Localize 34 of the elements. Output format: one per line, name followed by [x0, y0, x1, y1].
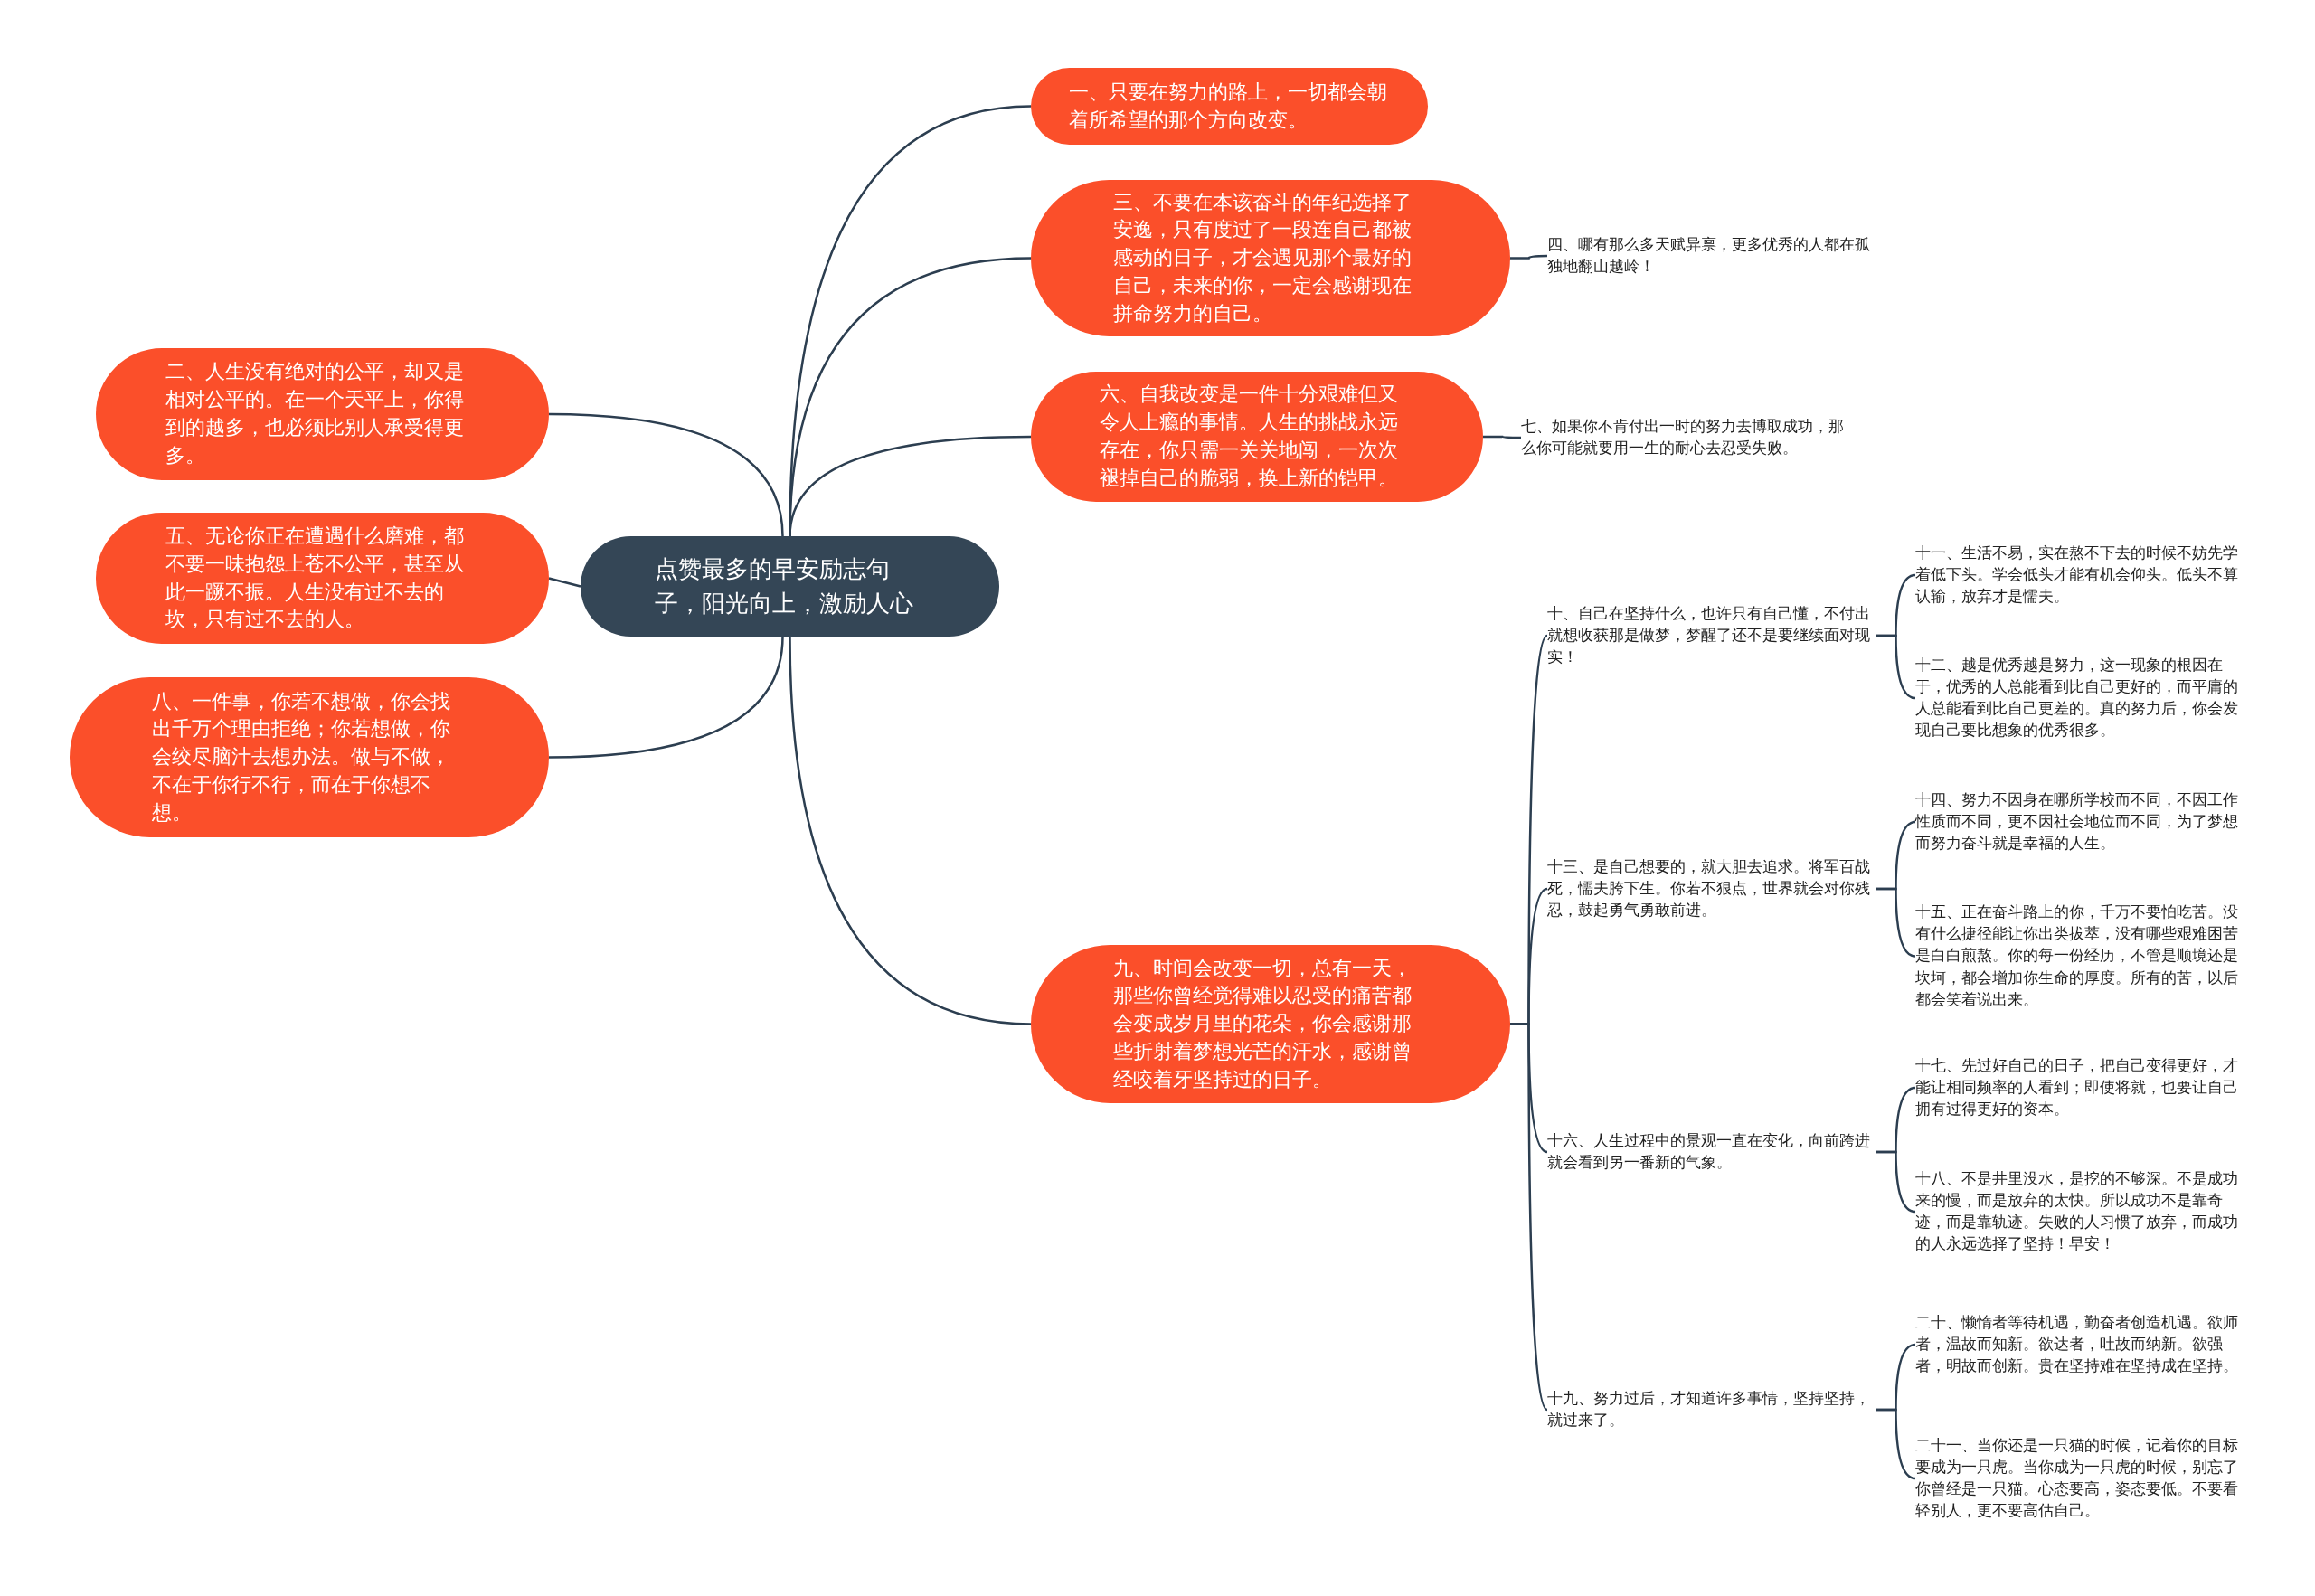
connector-line	[548, 636, 784, 759]
subtopic-text: 十五、正在奋斗路上的你，千万不要怕吃苦。没有什么捷径能让你出类拔萃，没有哪些艰难困苦是白白煎熬。你的每一份经历，不管是顺境还是坎坷，都会增加你生命的厚度。所有的苦，以后都会笑着说出来。	[1915, 900, 2244, 1013]
subtopic-text: 四、哪有那么多天赋异禀，更多优秀的人都在孤独地翻山越岭！	[1547, 232, 1876, 279]
connector-line	[1510, 1023, 1548, 1411]
connector-line	[1876, 1408, 1916, 1480]
central-topic: 点赞最多的早安励志句子，阳光向上，激励人心	[581, 536, 999, 637]
topic-pill: 六、自我改变是一件十分艰难但又令人上瘾的事情。人生的挑战永远存在，你只需一关关地闯，一次次褪掉自己的脆弱，换上新的铠甲。	[1031, 372, 1483, 502]
topic-pill: 九、时间会改变一切，总有一天，那些你曾经觉得难以忍受的痛苦都会变成岁月里的花朵，你会感谢那些折射着梦想光芒的汗水，感谢曾经咬着牙坚持过的日子。	[1031, 945, 1510, 1103]
connector-line	[548, 412, 784, 537]
subtopic-text: 十七、先过好自己的日子，把自己变得更好，才能让相同频率的人看到；即使将就，也要让自己拥有过得更好的资本。	[1915, 1053, 2244, 1122]
topic-pill: 八、一件事，你若不想做，你会找出千万个理由拒绝；你若想做，你会绞尽脑汁去想办法。做与不做，不在于你行不行，而在于你想不想。	[70, 677, 549, 837]
subtopic-text: 十一、生活不易，实在熬不下去的时候不妨先学着低下头。学会低头才能有机会仰头。低头不算认输，放弃才是懦夫。	[1915, 541, 2244, 609]
subtopic-text: 二十一、当你还是一只猫的时候，记着你的目标要成为一只虎。当你成为一只虎的时候，别忘了你曾经是一只猫。心态要高，姿态要低。不要看轻别人，更不要高估自己。	[1915, 1433, 2244, 1524]
topic-pill: 二、人生没有绝对的公平，却又是相对公平的。在一个天平上，你得到的越多，也必须比别人承受得更多。	[96, 348, 549, 480]
connector-line	[1876, 1150, 1916, 1214]
subtopic-text: 十、自己在坚持什么，也许只有自己懂，不付出就想收获那是做梦，梦醒了还不是要继续面对现实！	[1547, 601, 1876, 670]
connector-line	[1483, 435, 1521, 439]
connector-line	[548, 577, 581, 588]
subtopic-text: 十四、努力不因身在哪所学校而不同，不因工作性质而不同，更不因社会地位而不同，为了梦想而努力奋斗就是幸福的人生。	[1915, 788, 2244, 856]
topic-pill: 三、不要在本该奋斗的年纪选择了安逸，只有度过了一段连自己都被感动的日子，才会遇见那个最好的自己，未来的你，一定会感谢现在拼命努力的自己。	[1031, 180, 1510, 336]
subtopic-text: 十八、不是井里没水，是挖的不够深。不是成功来的慢，而是放弃的太快。所以成功不是靠奇迹，而是靠轨迹。失败的人习惯了放弃，而成功的人永远选择了坚持！早安！	[1915, 1166, 2244, 1257]
connector-line	[1510, 254, 1547, 260]
subtopic-text: 七、如果你不肯付出一时的努力去博取成功，那么你可能就要用一生的耐心去忍受失败。	[1521, 414, 1850, 461]
subtopic-text: 十三、是自己想要的，就大胆去追求。将军百战死，懦夫胯下生。你若不狠点，世界就会对你残忍，鼓起勇气勇敢前进。	[1547, 855, 1876, 923]
connector-line	[789, 435, 1032, 537]
connector-line	[1876, 887, 1916, 958]
connector-line	[789, 636, 1032, 1025]
subtopic-text: 十九、努力过后，才知道许多事情，坚持坚持，就过来了。	[1547, 1386, 1876, 1433]
topic-pill: 一、只要在努力的路上，一切都会朝着所希望的那个方向改变。	[1031, 68, 1428, 145]
subtopic-text: 二十、懒惰者等待机遇，勤奋者创造机遇。欲师者，温故而知新。欲达者，吐故而纳新。欲强者，明故而创新。贵在坚持难在坚持成在坚持。	[1915, 1299, 2244, 1390]
topic-pill: 五、无论你正在遭遇什么磨难，都不要一味抱怨上苍不公平，甚至从此一蹶不振。人生没有过不去的坎，只有过不去的人。	[96, 513, 549, 644]
subtopic-text: 十二、越是优秀越是努力，这一现象的根因在于，优秀的人总能看到比自己更好的，而平庸的人总能看到比自己更差的。真的努力后，你会发现自己要比想象的优秀很多。	[1915, 653, 2244, 743]
connector-line	[1876, 634, 1916, 700]
subtopic-text: 十六、人生过程中的景观一直在变化，向前跨进就会看到另一番新的气象。	[1547, 1129, 1876, 1176]
